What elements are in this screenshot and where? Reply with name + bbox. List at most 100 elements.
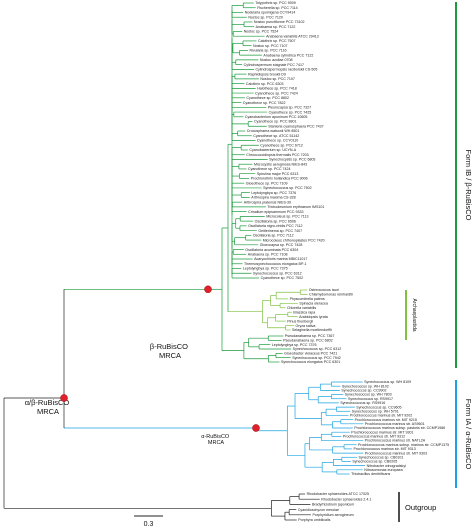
leaf-label: Nitrosomonas europaea bbox=[364, 468, 402, 472]
leaf-label: Cyanidioschyzon merolae bbox=[298, 508, 339, 512]
leaf-label: Synechococcus sp. RS9916 bbox=[340, 401, 385, 405]
leaf-label: Chroococcidiopsis thermalis PCC 7203 bbox=[246, 153, 308, 157]
leaf-label: Pseudanabaena sp. PCC 7367 bbox=[285, 334, 335, 338]
leaf-label: Stanieria cyanosphaera PCC 7437 bbox=[268, 124, 323, 128]
leaf-label: Gloeocapsa sp. PCC 7428 bbox=[260, 243, 303, 247]
leaf-label: Brassica rapa bbox=[293, 310, 315, 314]
beta-mrca-node bbox=[204, 285, 212, 294]
tree-branches bbox=[3, 2, 366, 521]
leaf-label: Cyanothece sp. PCC 7425 bbox=[269, 110, 312, 114]
leaf-label: Prochlorococcus marinus str. MIT 9301 bbox=[351, 430, 413, 434]
leaf-label: Pseudanabaena sp. PCC 6802 bbox=[283, 339, 333, 343]
leaf-label: Synechococcus sp. CC9605 bbox=[356, 405, 401, 409]
leaf-label: Leptolyngbya sp. PCC 7376 bbox=[251, 191, 296, 195]
leaf-label: Prochlorococcus marinus str. MIT 9313 bbox=[353, 447, 415, 451]
leaf-label: Arabidopsis lyrata bbox=[299, 315, 328, 319]
leaf-label: Prochlorococcus marinus str. NATL2A bbox=[365, 439, 426, 443]
leaf-label: Anabaena sp. PCC 7122 bbox=[256, 25, 296, 29]
leaf-label: Prochlorococcus marinus str. AS9601 bbox=[365, 422, 425, 426]
leaf-label: Cylindrospermum stagnale PCC 7417 bbox=[244, 63, 304, 67]
clade-label-archaeplastida: Archaeplastida bbox=[411, 298, 417, 331]
leaf-label: Prochlorococcus marinus str. MIT 9312 bbox=[343, 435, 405, 439]
leaf-label: Nostoc azollae 0708 bbox=[260, 58, 293, 62]
leaf-label: Cyanothece sp. PCC 7424 bbox=[248, 167, 291, 171]
leaf-label: Halothece sp. PCC 7418 bbox=[257, 87, 297, 91]
leaf-label: Thermosynechococcus elongatus BP-1 bbox=[244, 262, 307, 266]
clade-label-form-1b: Form IB / β-RuBisCO bbox=[464, 150, 473, 221]
leaf-label: Synechocystis sp. PCC 6803 bbox=[269, 158, 315, 162]
beta-mrca-line1: β-RuBisCO bbox=[150, 342, 188, 351]
leaf-label: Synechococcus elongatus PCC 6301 bbox=[281, 360, 340, 364]
leaf-label: Cyanobacterium aponinum PCC 10605 bbox=[245, 115, 308, 119]
leaf-label: Prochlorothrix hollandica PCC 9006 bbox=[251, 177, 308, 181]
leaf-label: Leptolyngbya sp. PCC 7376 bbox=[272, 343, 317, 347]
leaf-label: Gloeothece sp. PCC 7109 bbox=[246, 181, 288, 185]
beta-mrca-line2: MRCA bbox=[159, 351, 181, 360]
leaf-label: Microcoleus chthonoplastes PCC 7420 bbox=[263, 238, 325, 242]
leaf-label: Cyanothece sp. PCC 6712 bbox=[260, 143, 303, 147]
leaf-label: Microcystis aeruginosa NIES-843 bbox=[254, 162, 307, 166]
leaf-label: Tolypothrix sp. PCC 9009 bbox=[255, 1, 296, 5]
leaf-label: Prochlorococcus marinus subsp. marinus s… bbox=[358, 443, 449, 447]
leaf-label: Anabaena cylindrica PCC 7122 bbox=[263, 53, 313, 57]
leaf-label: Calothrix sp. PCC 6303 bbox=[246, 82, 284, 86]
leaf-label: Synechococcus sp. CC9902 bbox=[341, 389, 386, 393]
leaf-label: Spinacia oleracea bbox=[299, 302, 328, 306]
clade-label-outgroup: Outgroup bbox=[405, 503, 436, 512]
leaf-label: Trichodesmium erythraeum IMS101 bbox=[267, 205, 324, 209]
alpha-mrca-line1: α-RuBisCO bbox=[201, 434, 230, 440]
leaf-label: Microcoleus sp. PCC 7113 bbox=[266, 215, 308, 219]
leaf-label: Cyanothece sp. PCC 7424 bbox=[255, 91, 298, 95]
leaf-label: Prochlorococcus marinus str. MIT 9303 bbox=[365, 451, 427, 455]
leaf-label: Nostoc sp. PCC 7524 bbox=[244, 30, 279, 34]
leaf-label: Gloeobacter violaceus PCC 7421 bbox=[284, 352, 337, 356]
leaf-label: Synechococcus sp. PCC 7942 bbox=[292, 356, 341, 360]
leaf-label: Oscillatoria acuminata PCC 6304 bbox=[245, 248, 298, 252]
leaf-label: Cyanothece sp. PCC 7822 bbox=[243, 101, 286, 105]
leaf-label: Raphidiopsis brookii D9 bbox=[248, 72, 286, 76]
leaf-label: Calothrix sp. PCC 7507 bbox=[258, 39, 296, 43]
leaf-label: Chlorella variabilis bbox=[287, 306, 316, 310]
leaf-label: Nitrobacter winogradskyi bbox=[367, 464, 407, 468]
leaf-label: Synechococcus sp. WH 7803 bbox=[345, 393, 392, 397]
alpha-mrca-node bbox=[252, 424, 260, 432]
leaf-label: Pleurocapsa sp. PCC 7327 bbox=[268, 106, 311, 110]
leaf-label: Synechococcus sp. PCC 7502 bbox=[263, 186, 312, 190]
leaf-label: Anabaena sp. PCC 7108 bbox=[248, 252, 288, 256]
leaf-label: Nodularia spumigena CCY9414 bbox=[245, 11, 296, 15]
leaf-label: Rhodobacter sphaeroides 2.4.1 bbox=[321, 497, 371, 501]
leaf-label: Ostreococcus tauri bbox=[309, 288, 339, 292]
leaf-label: Oscillatoria sp. PCC 7112 bbox=[253, 234, 294, 238]
leaf-label: Acaryochloris marina MBIC11017 bbox=[254, 257, 307, 261]
leaf-label: Leptolyngbya sp. PCC 7375 bbox=[243, 267, 288, 271]
leaf-label: Synechococcus sp. RS9917 bbox=[348, 397, 393, 401]
leaf-label: Porphyra umbilicalis bbox=[298, 518, 330, 522]
leaf-label: Pinus thunbergii bbox=[287, 319, 313, 323]
leaf-label: Nostoc sp. PCC 7107 bbox=[253, 44, 288, 48]
leaf-label: Spirulina major PCC 6313 bbox=[257, 172, 299, 176]
alpha-beta-mrca-line1: α/β-RuBisCO bbox=[25, 398, 70, 407]
leaf-label: Thiobacillus denitrificans bbox=[351, 472, 390, 476]
scale-bar-label: 0.3 bbox=[144, 521, 154, 528]
leaf-label: Synechococcus sp. WH 5701 bbox=[352, 409, 399, 413]
leaf-label: Nostoc sp. PCC 7120 bbox=[248, 15, 283, 19]
leaf-label: Arthrospira maxima CS-328 bbox=[251, 196, 295, 200]
leaf-label: Cyanobacterium sp. UCYN-A bbox=[249, 148, 296, 152]
leaf-label: Synechococcus sp. PCC 6312 bbox=[253, 271, 302, 275]
alpha-beta-mrca-node bbox=[60, 394, 68, 402]
leaf-label: Cyanothece sp. PCC 8801 bbox=[254, 120, 297, 124]
alpha-mrca-line2: MRCA bbox=[208, 440, 225, 446]
leaf-label: Anabaena variabilis ATCC 29413 bbox=[266, 34, 319, 38]
leaf-label: Oscillatoria nigro-viridis PCC 7112 bbox=[248, 224, 302, 228]
leaf-label: Cyanothece sp. PCC 7502 bbox=[261, 276, 304, 280]
leaf-label: Chlamydomonas reinhardtii bbox=[309, 293, 353, 297]
leaf-label: Selaginella moellendorffii bbox=[292, 328, 332, 332]
leaf-label: Rhodobacter sphaeroides ATCC 17025 bbox=[307, 492, 369, 496]
leaf-label: Physcomitrella patens bbox=[290, 297, 325, 301]
leaf-label: Prochlorococcus marinus str. MIT 9215 bbox=[355, 418, 417, 422]
leaf-label: Cyanothece sp. CCY0110 bbox=[257, 139, 298, 143]
leaf-label: Prochlorococcus marinus str. MIT 9202 bbox=[350, 414, 412, 418]
leaf-label: Arthrospira platensis NIES-39 bbox=[244, 200, 291, 204]
